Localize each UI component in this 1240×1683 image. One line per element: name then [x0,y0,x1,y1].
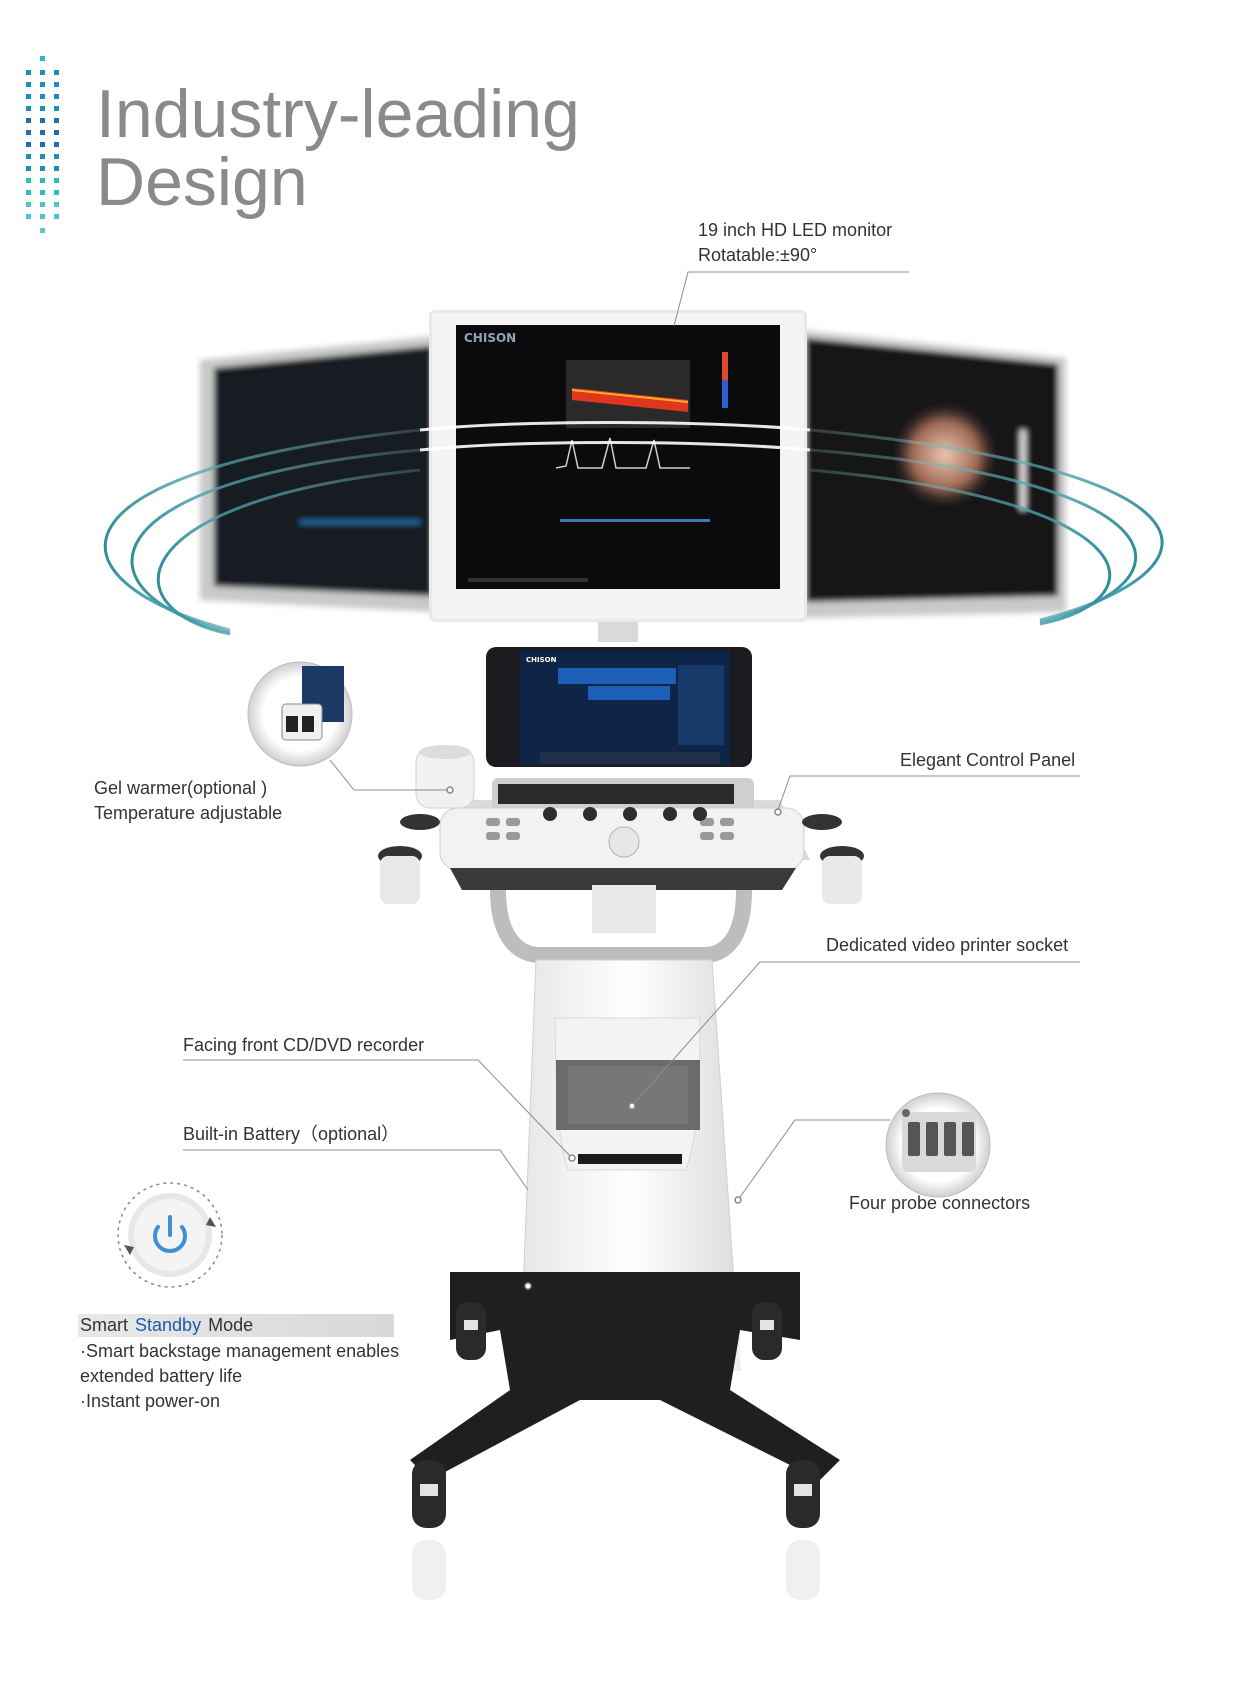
standby-bullet-2: extended battery life [80,1366,243,1386]
standby-mode-heading: Smart Standby Mode [78,1314,394,1337]
cart-body [410,885,840,1600]
callout-leaders [183,271,1080,1201]
monitor-brand-logo: CHISON [464,331,516,345]
control-panel [378,745,864,904]
standby-bullets: ·Smart backstage management enables exte… [80,1339,399,1414]
dot-matrix-logo-icon [26,56,59,233]
power-icon [117,1182,223,1288]
gel-warmer-callout-line1: Gel warmer(optional ) [94,778,268,798]
standby-prefix: Smart [80,1315,134,1335]
probe-connectors-callout: Four probe connectors [849,1193,1031,1213]
monitor-callout-line1: 19 inch HD LED monitor [698,220,893,240]
standby-highlight: Standby [135,1315,202,1335]
gel-warmer-callout-line2: Temperature adjustable [94,803,283,823]
main-monitor: CHISON [429,310,807,642]
monitor-callout-line2: Rotatable:±90° [698,245,818,265]
page-title-line1: Industry-leading [96,76,580,152]
right-monitor-ghost [800,330,1066,618]
battery-callout: Built-in Battery（optional） [183,1124,400,1144]
probe-connectors-zoom [885,1092,991,1198]
control-panel-callout: Elegant Control Panel [900,750,1076,770]
cd-recorder-callout: Facing front CD/DVD recorder [183,1035,425,1055]
monitor-callout: 19 inch HD LED monitor Rotatable:±90° [698,218,892,268]
left-monitor-ghost [200,336,436,612]
standby-suffix: Mode [203,1315,254,1335]
touch-screen: CHISON [486,647,752,767]
gel-warmer-callout: Gel warmer(optional ) Temperature adjust… [94,776,282,826]
gel-warmer-zoom [247,661,353,767]
page-title-line2: Design [96,144,308,220]
standby-bullet-3: ·Instant power-on [80,1391,221,1411]
panel-brand-logo: CHISON [526,656,557,664]
page-title: Industry-leading Design [96,80,580,216]
rotation-arcs [103,421,1164,636]
standby-bullet-1: ·Smart backstage management enables [80,1341,400,1361]
printer-socket-callout: Dedicated video printer socket [826,935,1069,955]
